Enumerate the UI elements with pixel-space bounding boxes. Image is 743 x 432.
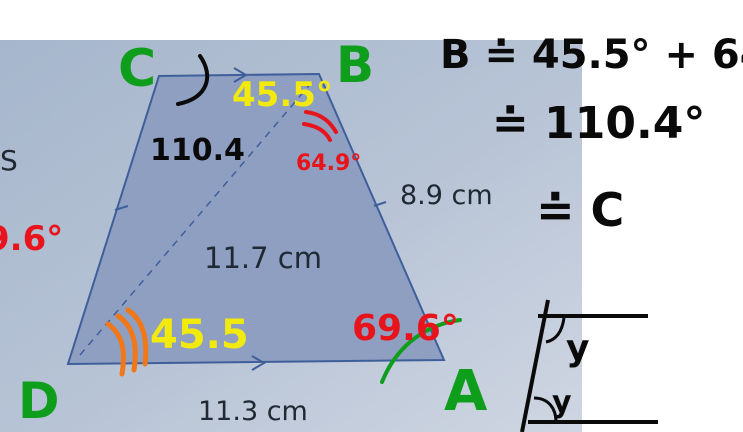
angle-a: 69.6° [352,308,459,349]
diagonal-label: 11.7 cm [204,241,322,275]
angle-b-top: 45.5° [232,75,333,115]
vertex-d: D [18,372,60,430]
side-bottom-label: 11.3 cm [198,396,308,427]
arc-d-orange-3 [125,307,149,367]
side-tick-left [114,205,129,211]
parallel-arrow-top [233,67,248,83]
sketch-arc-top [545,317,566,344]
angle-d: 45.5 [150,312,249,358]
sketch-angle-top: y [566,328,589,369]
sketch-transversal [520,299,550,432]
work-line-1: B ≐ 45.5° + 64.9° [440,32,743,78]
side-tick-right [373,201,387,207]
angle-left-cut: 9.6° [0,219,63,259]
arc-b-red-1 [304,110,338,134]
parallel-arrow-bottom [251,355,266,371]
arc-b-red-2 [302,122,332,142]
vertex-a: A [444,359,488,424]
arc-c-black [176,54,210,106]
angle-b-bottom: 64.9° [296,151,361,176]
trapezoid [66,72,446,366]
arc-d-orange-1 [105,321,126,377]
vertex-b: B [336,36,374,94]
work-line-3: ≐ C [536,183,624,237]
sketch-angle-bottom: y [552,385,572,420]
vertex-c: C [118,39,156,99]
side-right-label: 8.9 cm [400,180,493,211]
sketch-arc-bottom [533,396,558,423]
work-line-2: ≐ 110.4° [492,98,705,149]
arc-a-green [380,318,462,384]
angle-c: 110.4 [150,133,245,168]
arc-d-orange-2 [115,313,138,373]
partial-left-letter: S [0,144,18,177]
